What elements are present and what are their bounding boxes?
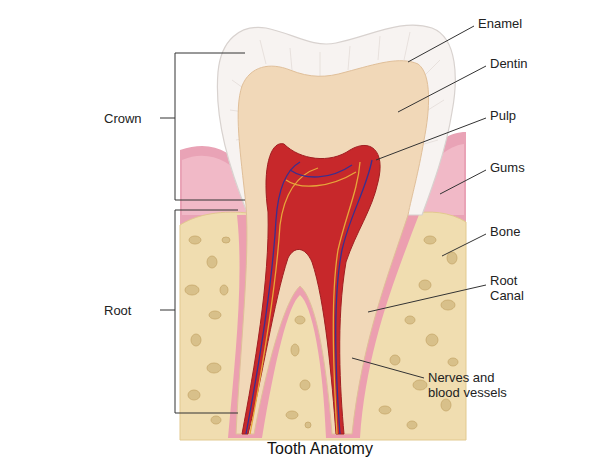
caption: Tooth Anatomy xyxy=(220,440,420,458)
bracket xyxy=(160,53,245,413)
part-label: Nerves and blood vessels xyxy=(428,370,524,400)
part-label: Root xyxy=(104,303,160,318)
leader-line xyxy=(352,26,486,378)
part-label: Enamel xyxy=(478,16,588,31)
pulp xyxy=(242,144,380,434)
part-label: Crown xyxy=(104,111,160,126)
part-label: Gums xyxy=(490,160,590,175)
part-label: Pulp xyxy=(490,108,590,123)
part-label: Root Canal xyxy=(490,273,532,303)
part-label: Bone xyxy=(490,224,590,239)
dentin xyxy=(236,61,429,434)
nerves-and-vessels xyxy=(246,160,372,434)
part-label: Dentin xyxy=(490,56,590,71)
